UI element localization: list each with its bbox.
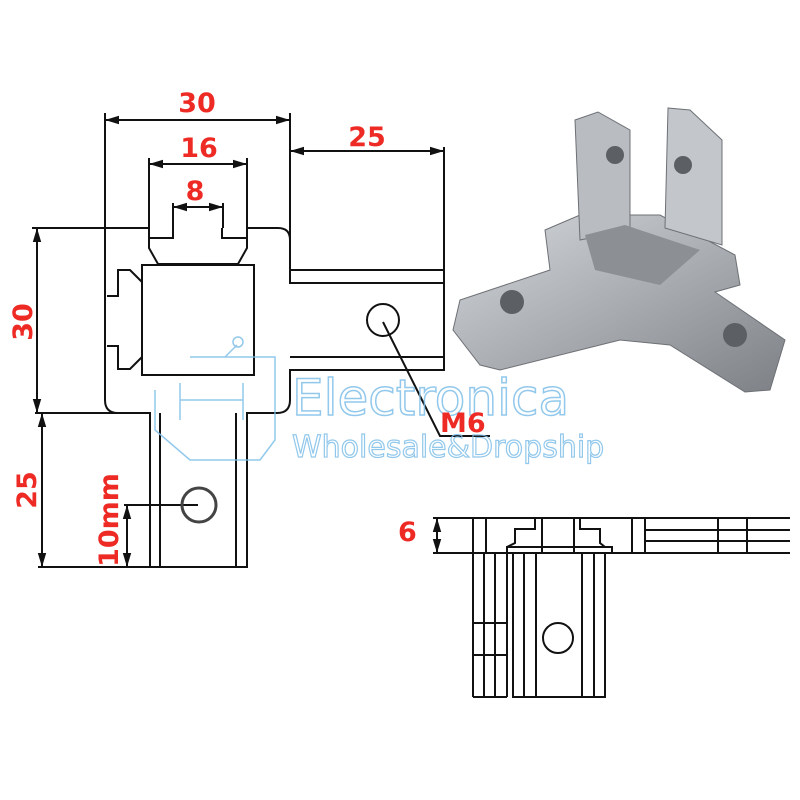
product-photo [452,107,786,393]
dim-label-m6: M6 [440,408,486,439]
photo-hole-2 [674,156,692,174]
top-view [32,113,490,568]
dim-label-25-right: 25 [348,122,386,153]
side-hole [542,622,574,654]
photo-hole-3 [500,290,524,314]
watermark-brand: Electronica [292,369,569,427]
m6-hole [366,303,400,337]
dim-label-30-left: 30 [8,303,39,341]
bottom-arm-hole [180,486,218,524]
dim-label-30-top: 30 [178,88,216,119]
dim-label-6: 6 [398,517,417,548]
dim-label-16: 16 [180,133,218,164]
dim-label-8: 8 [186,176,205,207]
photo-hole-4 [723,323,747,347]
photo-hole-1 [606,146,624,164]
dim-label-25-bottom: 25 [12,471,43,509]
m6-leader-line [382,321,490,437]
watermark-logo-icon [154,356,276,461]
dim-label-10mm: 10mm [94,473,125,567]
watermark [154,336,276,461]
watermark-tagline: Wholesale&Dropship [292,430,604,465]
side-view [432,517,790,698]
slot-nut-square [141,264,255,376]
